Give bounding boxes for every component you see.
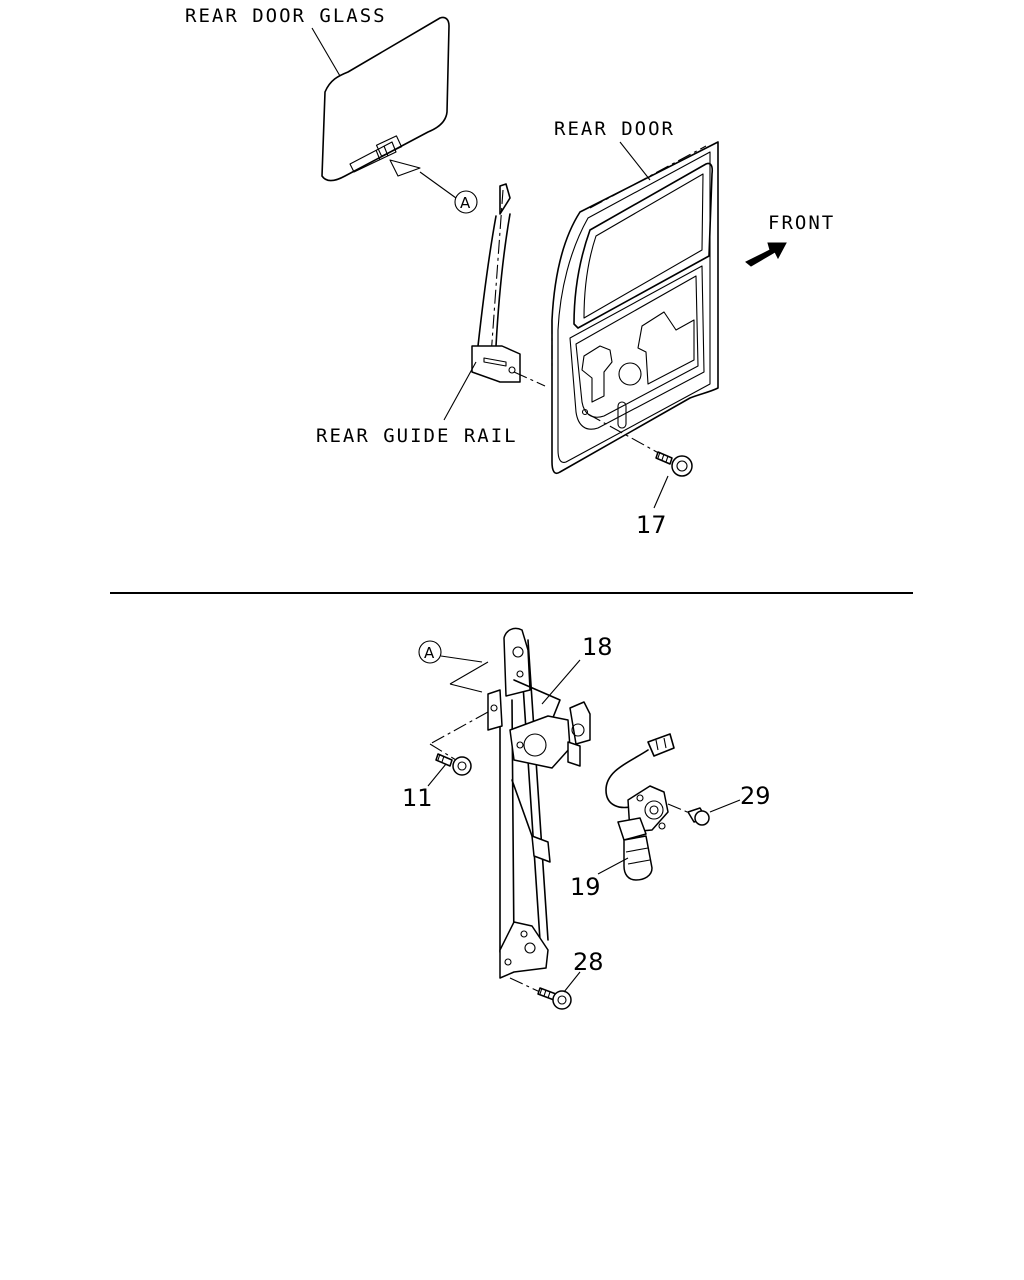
front-arrow-icon bbox=[745, 242, 787, 267]
ref-a-bottom-marker: A bbox=[418, 640, 442, 664]
window-motor bbox=[605, 733, 675, 881]
part-19-number: 19 bbox=[570, 873, 601, 901]
part-17-leader bbox=[653, 475, 669, 509]
rear-door bbox=[551, 141, 719, 475]
part-11-leader bbox=[427, 763, 447, 787]
part-11-number: 11 bbox=[402, 784, 433, 812]
rear-door-glass-label: REAR DOOR GLASS bbox=[185, 5, 387, 27]
rear-door-glass bbox=[321, 16, 450, 182]
part-28-leader bbox=[563, 971, 581, 993]
ref-a-top-marker: A bbox=[454, 190, 478, 214]
part-17-number: 17 bbox=[636, 511, 667, 539]
rear-guide-rail bbox=[471, 183, 546, 387]
window-regulator bbox=[487, 627, 591, 979]
bolt-11-icon bbox=[435, 753, 472, 776]
screw-29-axis bbox=[667, 803, 693, 815]
rear-door-label: REAR DOOR bbox=[554, 118, 675, 140]
part-29-leader bbox=[709, 799, 741, 813]
ref-a-top-leader bbox=[419, 171, 457, 199]
bolt-28-icon bbox=[537, 987, 572, 1010]
rear-door-leader bbox=[619, 141, 651, 181]
svg-text:A: A bbox=[460, 194, 471, 212]
bolt-11-axis bbox=[429, 711, 489, 745]
bolt-28-axis bbox=[509, 977, 541, 993]
rear-guide-rail-leader bbox=[443, 361, 477, 421]
part-18-number: 18 bbox=[582, 633, 613, 661]
bolt-17-icon bbox=[655, 451, 693, 477]
screw-29-icon bbox=[687, 807, 710, 826]
svg-text:A: A bbox=[424, 644, 435, 662]
part-18-leader bbox=[541, 659, 581, 705]
rear-guide-rail-label: REAR GUIDE RAIL bbox=[316, 425, 518, 447]
part-29-number: 29 bbox=[740, 782, 771, 810]
part-28-number: 28 bbox=[573, 948, 604, 976]
part-19-leader bbox=[597, 857, 629, 875]
front-label: FRONT bbox=[768, 212, 835, 234]
rear-door-glass-leader bbox=[311, 27, 341, 77]
ref-a-bottom-leader bbox=[440, 655, 489, 693]
bolt-17-axis bbox=[587, 413, 665, 457]
